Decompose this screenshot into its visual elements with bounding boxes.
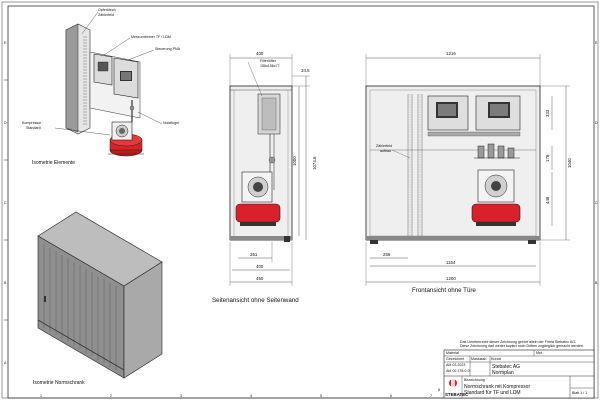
col-number-5: 5: [320, 394, 322, 398]
col-number-8: 8: [438, 388, 440, 392]
front-dim-1154: 1154: [446, 260, 456, 265]
blatt-label: Blatt 1 / 1: [572, 391, 587, 395]
isometric-elements-drawing: [54, 11, 163, 157]
front-dim-178: 178: [545, 154, 550, 162]
col-number-7: 7: [430, 394, 432, 398]
row-letter-e: E: [4, 41, 7, 45]
col-number-2: 2: [110, 394, 112, 398]
front-zaehlerfeld-label-2: aufbau: [380, 149, 391, 153]
copyright-notice-line2: Diese Zeichnung darf weder kopiert noch …: [460, 344, 584, 348]
front-dim-top: 1216: [446, 51, 456, 56]
caption-front-view: Frontansicht ohne Türe: [412, 287, 476, 294]
callout-zaehlerfeld: Zählerfeld: [98, 13, 114, 17]
callout-messumformer: Messumformer TF / LDM: [131, 35, 171, 39]
filter-fan-label-1: Filterlüfter: [260, 59, 277, 63]
col-number-6: 6: [390, 394, 392, 398]
gezeichnet-label: Gezeichnet: [446, 357, 464, 361]
row-letter-b: B: [4, 281, 7, 285]
side-dim-1000: 1000: [292, 156, 297, 166]
front-dim-1200: 1200: [446, 276, 456, 281]
side-dim-34-5: 34.5: [301, 68, 310, 73]
stebatec-logo-text: STEBATEC: [445, 392, 469, 397]
callout-steuerung: Steuerung PNA: [155, 47, 181, 51]
front-zaehlerfeld-label-1: Zählerfeld: [376, 144, 392, 148]
row-letter-d-right: D: [595, 121, 598, 125]
kunde-label: Kunde: [491, 357, 501, 361]
row-letter-c-right: C: [595, 201, 598, 205]
front-dim-448: 448: [545, 196, 550, 204]
column-numbers-bottom: 1 2 3 4 5 6 7 8: [40, 388, 440, 398]
col-number-4: 4: [250, 394, 252, 398]
front-dim-256: 256: [383, 252, 391, 257]
front-view-drawing: [365, 54, 570, 286]
callout-opferblech: Opferblech: [98, 8, 116, 12]
drawing-title-line2: Standard für TF und LDM: [464, 390, 521, 396]
row-letter-b-right: B: [595, 281, 598, 285]
caption-isometric-elements: Isometrie Elemente: [32, 160, 75, 166]
row-letters-left: E D C B A: [4, 41, 7, 365]
side-dim-450: 450: [256, 276, 264, 281]
caption-isometric-cabinet: Isometrie Normschrank: [33, 380, 85, 386]
date-value: AM 03.2023: [446, 363, 465, 367]
row-letter-a: A: [4, 361, 7, 365]
caption-side-view: Seitenansicht ohne Seitenwand: [212, 297, 299, 304]
filter-fan-label-2: 156x156x77: [260, 64, 280, 68]
side-dim-top: 400: [256, 51, 264, 56]
callout-standard: Standard: [26, 126, 41, 130]
side-dim-400: 400: [256, 264, 264, 269]
front-dim-333: 333: [545, 109, 550, 117]
kunde-value: Stebatec AG: [492, 364, 520, 370]
row-letter-c: C: [4, 201, 7, 205]
front-dim-1040: 1040: [567, 158, 572, 168]
masstab-label: Massstab: [471, 357, 486, 361]
col-number-3: 3: [180, 394, 182, 398]
bezeichnung-label: Bezeichnung: [464, 378, 485, 382]
drawing-number: AM 00 178.0-0: [446, 369, 470, 373]
col-number-1: 1: [40, 394, 42, 398]
row-letters-right: E D C B: [595, 41, 598, 285]
title-block: [443, 349, 595, 399]
callout-nutzfluegel: Nutzflügel: [163, 121, 179, 125]
mst-label: Mst.: [536, 351, 543, 355]
material-label: Material: [446, 351, 459, 355]
side-view-drawing: [229, 54, 310, 286]
isometric-cabinet-drawing: [37, 211, 163, 379]
row-letter-d: D: [4, 121, 7, 125]
callout-kompressor: Kompressor: [22, 121, 42, 125]
side-dim-351: 351: [250, 252, 258, 257]
drawing-title-line1: Normschrank mit Kompressor: [464, 384, 530, 390]
side-dim-1074-5: 1074.5: [312, 156, 317, 170]
copyright-notice-line1: Das Urheberrecht dieser Zeichnung gehört…: [460, 340, 576, 344]
projekt-value: Normplan: [492, 370, 514, 376]
row-letter-e-right: E: [595, 41, 598, 45]
